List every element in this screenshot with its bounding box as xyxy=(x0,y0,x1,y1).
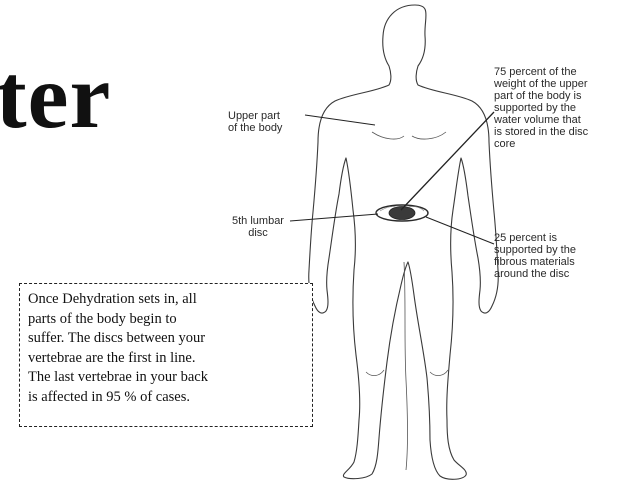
label-upper-body-line-2: of the body xyxy=(228,122,282,134)
label-lumbar-line-2: disc xyxy=(232,227,284,239)
label-upper-body: Upper part of the body xyxy=(228,110,282,134)
label-25-line-3: fibrous materials xyxy=(494,256,576,268)
label-75-line-3: part of the body is xyxy=(494,90,588,102)
label-75-line-5: water volume that xyxy=(494,114,588,126)
chest-line xyxy=(372,132,446,139)
label-75-line-1: 75 percent of the xyxy=(494,66,588,78)
callout-line-4: vertebrae are the first in line. xyxy=(28,349,312,369)
label-75-line-4: supported by the xyxy=(494,102,588,114)
callout-line-3: suffer. The discs between your xyxy=(28,329,312,349)
knee-marks xyxy=(366,370,448,376)
inner-leg-line xyxy=(404,262,408,470)
leader-lumbar xyxy=(290,214,378,221)
callout-line-5: The last vertebrae in your back xyxy=(28,368,312,388)
body-outline xyxy=(309,5,499,479)
label-twenty-five-percent: 25 percent is supported by the fibrous m… xyxy=(494,232,576,280)
leader-twentyfive xyxy=(426,217,494,244)
leader-upper-body xyxy=(305,115,375,125)
label-75-line-6: is stored in the disc xyxy=(494,126,588,138)
label-75-line-2: weight of the upper xyxy=(494,78,588,90)
callout-line-1: Once Dehydration sets in, all xyxy=(28,290,312,310)
dehydration-callout-box: Once Dehydration sets in, all parts of t… xyxy=(19,283,313,427)
callout-line-2: parts of the body begin to xyxy=(28,310,312,330)
callout-line-6: is affected in 95 % of cases. xyxy=(28,388,312,408)
label-seventy-five-percent: 75 percent of the weight of the upper pa… xyxy=(494,66,588,150)
label-upper-body-line-1: Upper part xyxy=(228,110,282,122)
label-25-line-4: around the disc xyxy=(494,268,576,280)
label-75-line-7: core xyxy=(494,138,588,150)
label-lumbar-line-1: 5th lumbar xyxy=(232,215,284,227)
label-lumbar-disc: 5th lumbar disc xyxy=(232,215,284,239)
leader-seventyfive xyxy=(401,112,494,210)
label-25-line-1: 25 percent is xyxy=(494,232,576,244)
label-25-line-2: supported by the xyxy=(494,244,576,256)
